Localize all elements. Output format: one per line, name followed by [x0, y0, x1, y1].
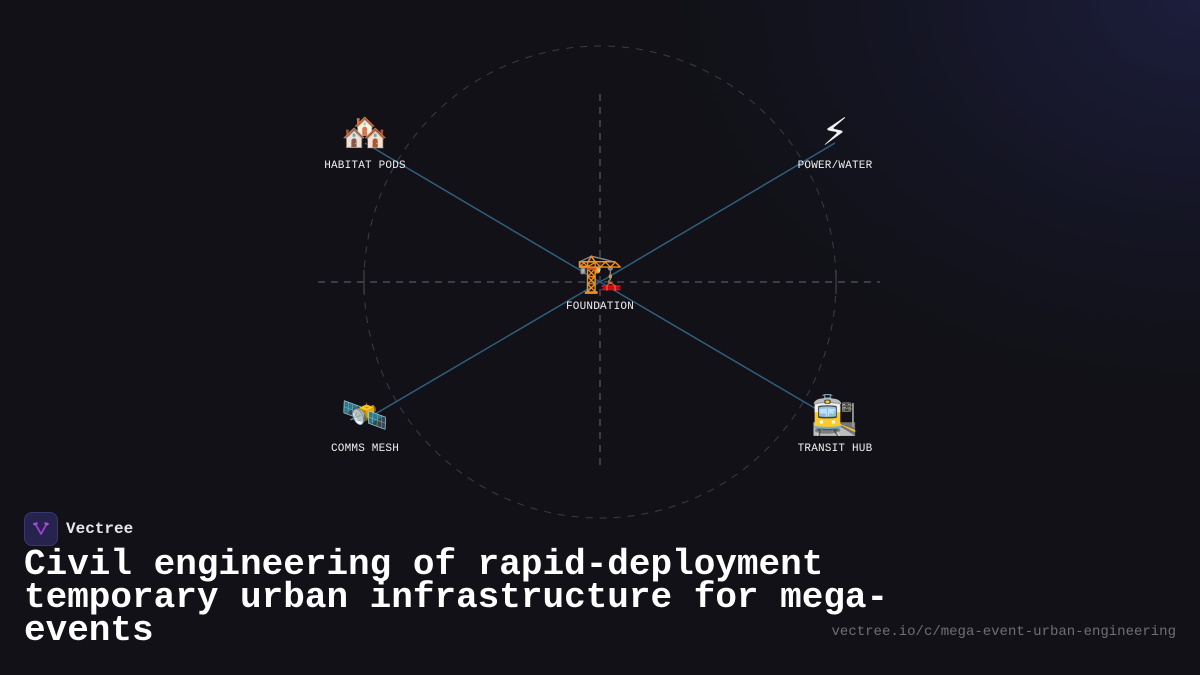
lightning-icon: ⚡ — [821, 110, 849, 154]
brand-name: Vectree — [66, 520, 134, 538]
connector-comms — [364, 281, 601, 421]
page-title: Civil engineering of rapid-deployment te… — [24, 544, 889, 651]
node-label: POWER/WATER — [797, 160, 873, 172]
node-label: TRANSIT HUB — [797, 443, 873, 455]
node-label: COMMS MESH — [330, 443, 399, 455]
node-label: FOUNDATION — [565, 301, 634, 313]
connector-transit — [599, 281, 836, 421]
page-url: vectree.io/c/mega-event-urban-engineerin… — [831, 624, 1176, 640]
construction-crane-icon: 🏗️ — [576, 251, 624, 295]
connector-power — [599, 142, 836, 283]
node-foundation: 🏗️ FOUNDATION — [530, 249, 670, 313]
node-label: HABITAT PODS — [324, 160, 406, 172]
node-transit-hub: 🚉 TRANSIT HUB — [765, 391, 905, 455]
houses-icon: 🏘️ — [341, 110, 389, 154]
node-comms-mesh: 🛰️ COMMS MESH — [295, 391, 435, 455]
node-habitat-pods: 🏘️ HABITAT PODS — [295, 108, 435, 172]
brand: Vectree — [24, 512, 133, 546]
satellite-icon: 🛰️ — [341, 393, 389, 437]
node-power-water: ⚡ POWER/WATER — [765, 108, 905, 172]
connector-habitat — [364, 142, 601, 283]
vectree-logo-icon — [24, 512, 58, 546]
tram-station-icon: 🚉 — [811, 393, 859, 437]
